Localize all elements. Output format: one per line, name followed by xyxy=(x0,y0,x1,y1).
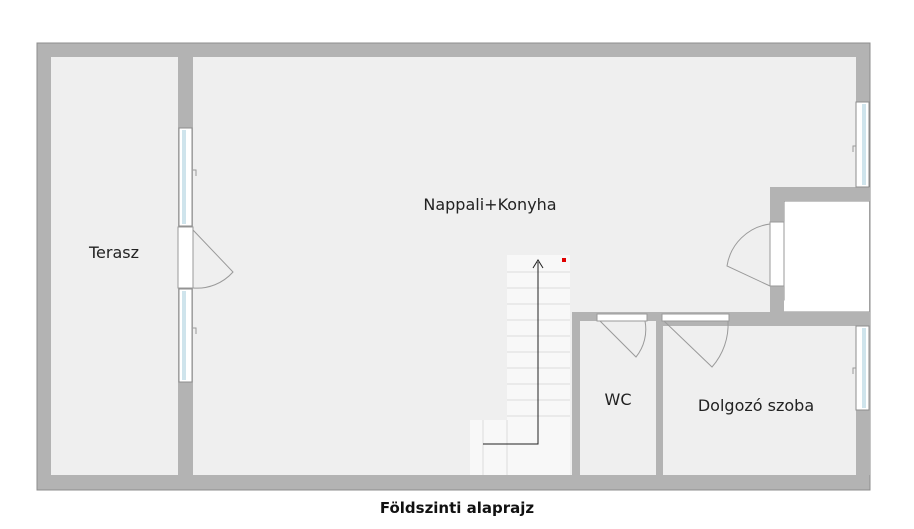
door-swing-terasz xyxy=(192,229,234,289)
room-label-dolgozo-szoba: Dolgozó szoba xyxy=(698,396,814,415)
room-label-nappali-konyha: Nappali+Konyha xyxy=(423,195,556,214)
window-right-lower-glass xyxy=(862,328,866,408)
window-terasz-lower-glass xyxy=(182,291,186,380)
terasz-floor xyxy=(51,57,178,475)
stair-arrow-head xyxy=(532,259,544,269)
door-swing-nappali-right xyxy=(726,223,771,287)
marker-dot xyxy=(562,258,566,262)
notch-wall-top xyxy=(770,187,870,201)
door-swing-dolgozo xyxy=(663,320,729,368)
wall-wc-dolgozo xyxy=(656,312,663,475)
stair-direction-arrow xyxy=(483,262,539,445)
window-terasz-upper-glass xyxy=(182,130,186,224)
door-gap-nappali-right xyxy=(769,221,785,287)
wall-dolgozo-top xyxy=(663,321,856,326)
wc-floor xyxy=(580,321,656,475)
plan-caption: Földszinti alaprajz xyxy=(379,499,535,517)
room-label-wc: WC xyxy=(605,390,632,409)
exterior-notch xyxy=(776,201,869,312)
door-gap-wc xyxy=(596,313,648,322)
floor-plan: Terasz Nappali+Konyha WC Dolgozó szoba xyxy=(36,42,871,491)
window-sill-ticks xyxy=(193,145,856,374)
door-gap-dolgozo xyxy=(661,313,730,322)
window-right-upper-glass xyxy=(862,104,866,185)
door-gap-terasz xyxy=(177,226,194,289)
door-swing-wc xyxy=(599,320,647,358)
room-label-terasz: Terasz xyxy=(88,243,139,262)
wall-stair-wc xyxy=(572,312,580,475)
